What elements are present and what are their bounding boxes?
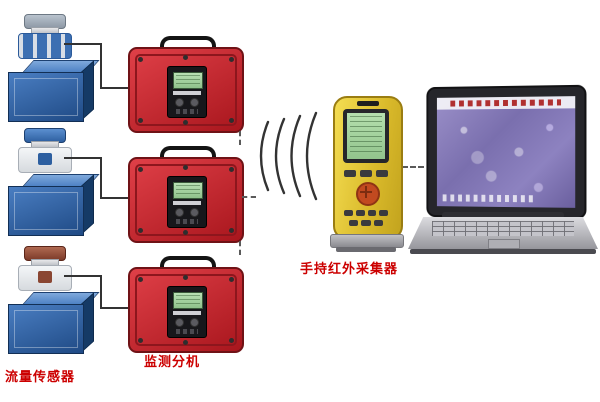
flowmeter-icon — [16, 14, 72, 59]
tank-icon — [8, 292, 100, 356]
panel-button — [190, 208, 199, 217]
flow-sensor-unit-1 — [8, 14, 100, 126]
panel-button — [175, 98, 184, 107]
dashed-link — [242, 196, 256, 198]
laptop-keyboard — [432, 221, 574, 236]
connector-line — [64, 43, 100, 45]
laptop-display — [436, 96, 576, 208]
panel-button — [190, 98, 199, 107]
connector-line — [64, 275, 100, 277]
infrared-port-icon — [357, 101, 379, 106]
laptop-foot — [410, 249, 596, 254]
screws-icon — [138, 167, 143, 172]
panel-vents — [176, 109, 198, 114]
display-panel — [167, 176, 207, 228]
handheld-body — [333, 96, 403, 240]
panel-screen — [173, 72, 203, 89]
connector-line — [100, 87, 128, 89]
display-panel — [167, 286, 207, 338]
monitor-box-2 — [128, 146, 244, 243]
laptop-screen — [426, 84, 587, 220]
connector-line — [100, 275, 102, 308]
screws-icon — [138, 57, 143, 62]
dashed-link — [402, 166, 424, 168]
flowmeter-body — [18, 33, 72, 59]
wireless-waves-icon — [259, 111, 318, 201]
laptop-touchpad — [488, 239, 520, 249]
screws-icon — [138, 277, 143, 282]
panel-button — [175, 208, 184, 217]
tank-front-face — [8, 304, 84, 354]
panel-button — [175, 318, 184, 327]
tank-front-face — [8, 186, 84, 236]
monitor-box-3 — [128, 256, 244, 353]
dashed-link — [239, 131, 241, 145]
flowmeter-icon — [16, 246, 72, 291]
handheld-collector — [330, 96, 404, 254]
panel-label-strip — [173, 91, 201, 95]
flow-sensor-unit-3 — [8, 246, 100, 358]
handheld-dock-foot — [336, 247, 396, 252]
dpad-icon — [356, 182, 380, 206]
laptop-screen-textline — [442, 194, 535, 203]
flowmeter-icon — [16, 128, 72, 173]
flowmeter-body — [18, 265, 72, 291]
panel-button — [190, 318, 199, 327]
lcd-screen — [347, 113, 385, 159]
laptop-screen-titlebar — [436, 96, 576, 110]
tank-front-face — [8, 72, 84, 122]
monitor-unit-label: 监测分机 — [144, 354, 201, 369]
connector-line — [100, 307, 128, 309]
laptop — [408, 84, 598, 258]
handheld-keys-row — [349, 220, 383, 226]
panel-label-strip — [173, 311, 201, 315]
flowmeter-body — [18, 147, 72, 173]
connector-line — [100, 197, 128, 199]
monitor-box-body — [128, 47, 244, 133]
tank-icon — [8, 174, 100, 238]
connector-line — [64, 157, 100, 159]
handle-icon — [160, 256, 216, 275]
tank-icon — [8, 60, 100, 124]
laptop-hinge — [442, 212, 564, 219]
connector-line — [100, 43, 102, 88]
handheld-keys-row — [344, 210, 388, 216]
handheld-screen-bezel — [343, 109, 389, 163]
flow-sensor-unit-2 — [8, 128, 100, 240]
monitor-box-body — [128, 157, 244, 243]
monitor-box-1 — [128, 36, 244, 133]
panel-vents — [176, 219, 198, 224]
panel-label-strip — [173, 201, 201, 205]
dashed-link — [239, 241, 241, 255]
handle-icon — [160, 36, 216, 55]
display-panel — [167, 66, 207, 118]
handle-icon — [160, 146, 216, 165]
monitor-box-body — [128, 267, 244, 353]
panel-screen — [173, 292, 203, 309]
handheld-function-keys — [344, 170, 388, 177]
handheld-label: 手持红外采集器 — [300, 261, 399, 276]
handheld-dock — [330, 234, 404, 248]
flow-sensor-label: 流量传感器 — [5, 369, 76, 384]
panel-vents — [176, 329, 198, 334]
panel-screen — [173, 182, 203, 199]
connector-line — [100, 157, 102, 198]
